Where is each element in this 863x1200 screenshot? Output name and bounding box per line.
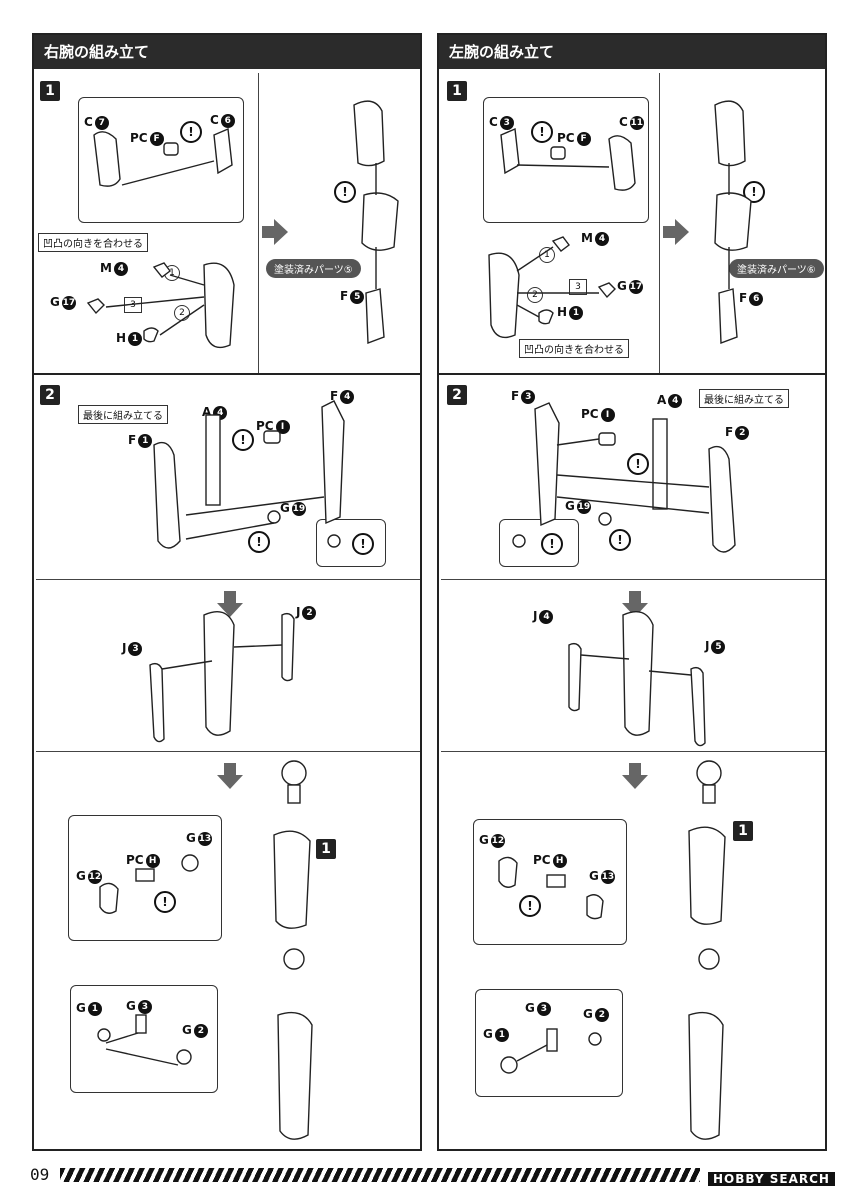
caution-icon: !: [154, 891, 176, 913]
caution-icon: !: [609, 529, 631, 551]
order-2: 2: [527, 287, 543, 303]
assemble-last-note: 最後に組み立てる: [78, 405, 168, 424]
caution-icon: !: [627, 453, 649, 475]
caution-icon: !: [743, 181, 765, 203]
caution-icon: !: [541, 533, 563, 555]
next-arrow: [663, 219, 689, 245]
alignment-note: 凹凸の向きを合わせる: [38, 233, 148, 252]
painted-parts-badge: 塗装済みパーツ⑤: [266, 259, 361, 278]
part-illustrations: [86, 100, 399, 1140]
detail-inset: [499, 519, 579, 567]
next-arrow: [262, 219, 288, 245]
order-1: 1: [539, 247, 555, 263]
divider: [258, 73, 259, 373]
section-separator: [36, 579, 420, 580]
caution-icon: !: [180, 121, 202, 143]
part-illustrations: [488, 100, 752, 1140]
step-2-badge: 2: [40, 385, 60, 405]
section-separator: [441, 579, 825, 580]
step-1-badge: 1: [40, 81, 60, 101]
section-separator: [441, 751, 825, 752]
caution-icon: !: [352, 533, 374, 555]
right-arm-title: 右腕の組み立て: [34, 35, 420, 69]
alignment-note: 凹凸の向きを合わせる: [519, 339, 629, 358]
page-number: 09: [30, 1165, 50, 1184]
sub-step-badge: 1: [733, 821, 753, 841]
next-arrow: [217, 763, 243, 789]
painted-parts-badge: 塗装済みパーツ⑥: [729, 259, 824, 278]
caution-icon: !: [519, 895, 541, 917]
step-1-badge: 1: [447, 81, 467, 101]
step-2-badge: 2: [447, 385, 467, 405]
section-separator: [439, 373, 825, 375]
next-arrow: [622, 763, 648, 789]
detail-inset: [316, 519, 386, 567]
footer-hatch-bar: [60, 1168, 700, 1182]
caution-icon: !: [334, 181, 356, 203]
caution-icon: !: [232, 429, 254, 451]
assemble-last-note: 最後に組み立てる: [699, 389, 789, 408]
watermark: HOBBY SEARCH: [708, 1172, 835, 1186]
section-separator: [34, 373, 420, 375]
order-3: 3: [569, 279, 587, 295]
sub-step-badge: 1: [316, 839, 336, 859]
divider: [659, 73, 660, 373]
section-separator: [36, 751, 420, 752]
caution-icon: !: [248, 531, 270, 553]
left-arm-title: 左腕の組み立て: [439, 35, 825, 69]
caution-icon: !: [531, 121, 553, 143]
